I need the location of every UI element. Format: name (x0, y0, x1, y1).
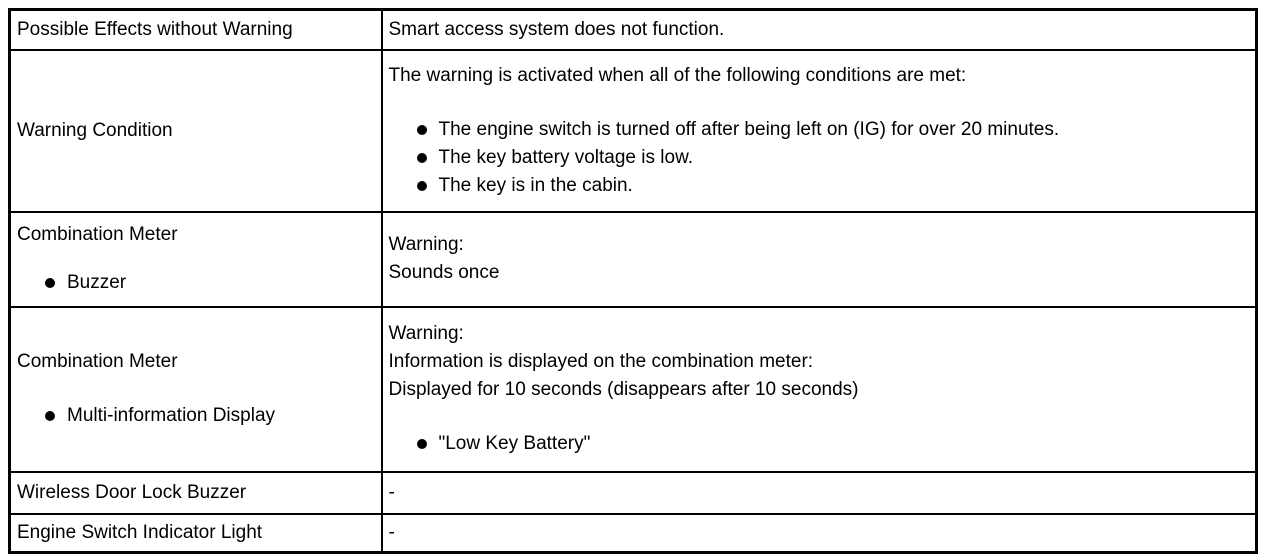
value-intro: The warning is activated when all of the… (388, 64, 967, 86)
value-cell: Warning: Sounds once (380, 210, 1258, 308)
list-item: "Low Key Battery" (389, 430, 1250, 458)
row-wireless-door-lock-buzzer: Wireless Door Lock Buzzer - (8, 470, 1258, 515)
bullet-icon (45, 411, 55, 421)
value-line: Sounds once (388, 262, 500, 283)
row-combination-meter-mid: Combination Meter Multi-information Disp… (8, 305, 1258, 473)
bullet-icon (416, 152, 427, 163)
list-item-text: Multi-information Display (67, 405, 276, 426)
label-cell: Combination Meter Buzzer (8, 210, 383, 308)
value-line: Warning: (388, 234, 464, 255)
list-item: Multi-information Display (17, 402, 375, 430)
list-item: Buzzer (17, 269, 375, 297)
value-cell: - (380, 470, 1258, 515)
row-label: Possible Effects without Warning (17, 18, 293, 40)
list-item: The key battery voltage is low. (389, 144, 1250, 172)
list-item-text: The key battery voltage is low. (438, 146, 694, 168)
label-cell: Wireless Door Lock Buzzer (8, 470, 383, 515)
row-label: Wireless Door Lock Buzzer (17, 481, 247, 503)
value-line: Information is displayed on the combinat… (388, 351, 814, 372)
value-cell: Warning: Information is displayed on the… (380, 305, 1258, 473)
row-engine-switch-indicator-light: Engine Switch Indicator Light - (8, 512, 1258, 553)
label-bullet-list: Multi-information Display (17, 402, 375, 430)
label-bullet-list: Buzzer (17, 269, 375, 297)
list-item-text: The engine switch is turned off after be… (438, 118, 1060, 140)
row-label: Engine Switch Indicator Light (17, 521, 263, 543)
row-label: Combination Meter (17, 224, 178, 245)
bullet-icon (416, 124, 427, 135)
value-cell: The warning is activated when all of the… (380, 48, 1258, 213)
bullet-icon (416, 180, 427, 191)
label-cell: Engine Switch Indicator Light (8, 512, 383, 553)
row-label: Warning Condition (17, 119, 173, 141)
row-warning-condition: Warning Condition The warning is activat… (8, 48, 1258, 213)
row-value: - (388, 481, 395, 503)
row-combination-meter-buzzer: Combination Meter Buzzer Warning: Sounds… (8, 210, 1258, 308)
row-possible-effects: Possible Effects without Warning Smart a… (8, 8, 1258, 51)
row-label: Combination Meter (17, 351, 178, 372)
condition-bullet-list: The engine switch is turned off after be… (389, 116, 1250, 200)
bullet-icon (45, 278, 55, 288)
label-cell: Combination Meter Multi-information Disp… (8, 305, 383, 473)
list-item-text: Buzzer (67, 272, 127, 293)
warning-info-table: Possible Effects without Warning Smart a… (8, 8, 1258, 554)
row-value: - (388, 521, 395, 543)
label-cell: Possible Effects without Warning (8, 8, 383, 51)
value-cell: Smart access system does not function. (380, 8, 1258, 51)
list-item: The key is in the cabin. (389, 172, 1250, 200)
bullet-icon (416, 439, 427, 449)
label-cell: Warning Condition (8, 48, 383, 213)
row-value: Smart access system does not function. (388, 18, 725, 40)
value-cell: - (380, 512, 1258, 553)
value-line: Displayed for 10 seconds (disappears aft… (388, 379, 859, 400)
value-line: Warning: (388, 323, 464, 344)
list-item: The engine switch is turned off after be… (389, 116, 1250, 144)
display-bullet-list: "Low Key Battery" (389, 430, 1250, 458)
list-item-text: "Low Key Battery" (438, 433, 591, 454)
list-item-text: The key is in the cabin. (438, 174, 633, 196)
